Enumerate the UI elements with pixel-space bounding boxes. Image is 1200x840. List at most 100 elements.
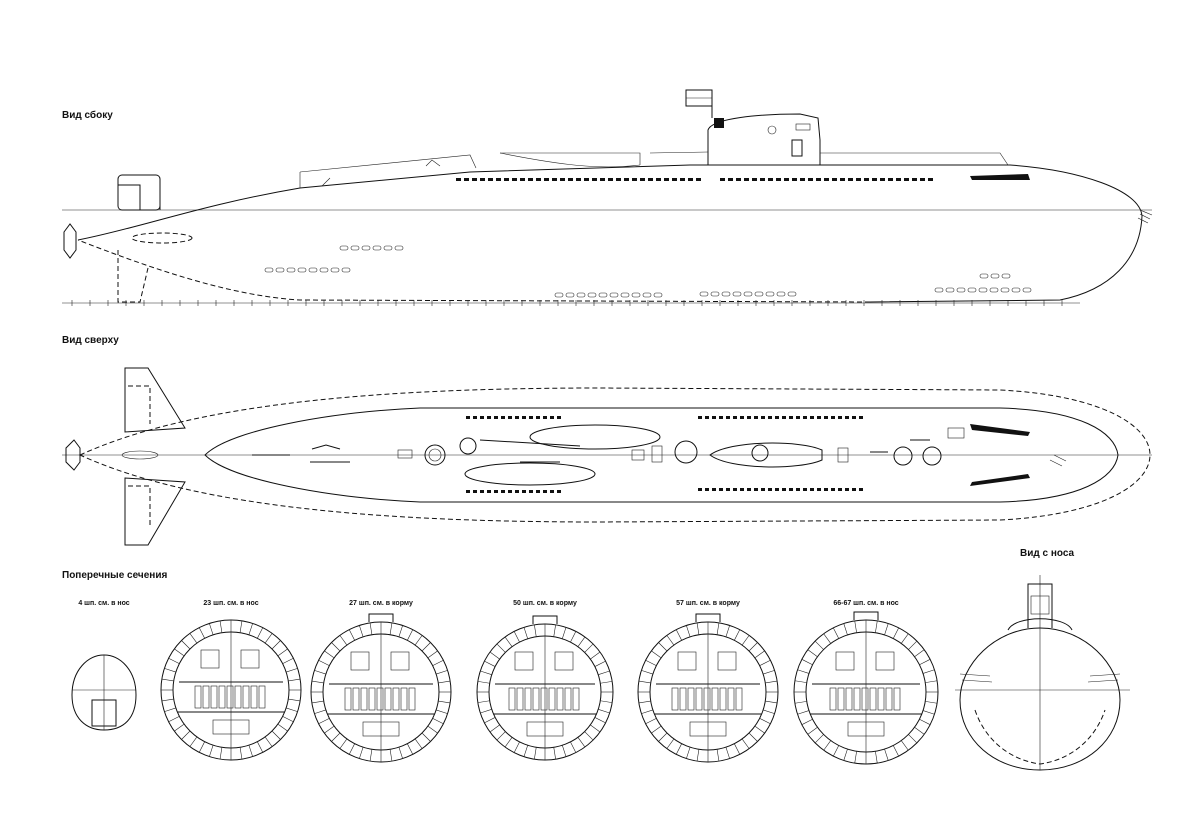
interior-equipment [835, 651, 855, 671]
deck-slot [712, 416, 716, 419]
hull-frame [436, 709, 448, 714]
interior-compartment [400, 687, 408, 711]
hull-aperture [275, 267, 285, 273]
periscope-well [751, 444, 769, 462]
deck-box-4 [837, 447, 849, 463]
deck-slot [782, 488, 786, 491]
section-1-drawing [71, 654, 137, 731]
hull-aperture [297, 267, 307, 273]
deck-slot [473, 416, 477, 419]
hull-frame [651, 725, 662, 734]
interior-compartment [735, 687, 743, 711]
interior-compartment [853, 687, 861, 711]
interior-compartment [258, 685, 266, 709]
limber-slot [472, 178, 477, 181]
deck-slot [501, 490, 505, 493]
hull-frame [181, 640, 191, 650]
bow-sonar-hatching [1137, 209, 1153, 224]
deck-slot [761, 416, 765, 419]
deck-hatch-lower [464, 462, 596, 486]
hull-aperture [330, 267, 340, 273]
hull-frame [389, 622, 393, 635]
bow-plane-upper [970, 424, 1030, 436]
hull-frame [794, 701, 807, 704]
deck-slot [740, 416, 744, 419]
hull-aperture [990, 273, 1000, 279]
hull-frame [161, 698, 174, 702]
hull-frame [209, 623, 214, 635]
section-caption-3: 27 шп. см. в корму [349, 600, 413, 607]
limber-slot [728, 178, 733, 181]
hull-frame [823, 740, 831, 751]
limber-slot [584, 178, 589, 181]
deck-slot [466, 416, 470, 419]
hull-frame [553, 747, 556, 760]
bow-keel-dashed [974, 709, 1106, 765]
hull-aperture [361, 245, 371, 251]
interior-compartment [218, 685, 226, 709]
limber-slot [912, 178, 917, 181]
hull-frame [645, 718, 657, 725]
hull-frame [359, 625, 364, 637]
propeller-top [65, 439, 81, 471]
hull-frame [590, 724, 601, 733]
hull-frame [925, 701, 938, 704]
deck-slot [705, 416, 709, 419]
deck-box-2 [631, 449, 645, 461]
hull-frame [277, 723, 288, 732]
sail-outline [707, 113, 821, 165]
limber-slot [848, 178, 853, 181]
limber-slot [456, 178, 461, 181]
hull-frame [922, 710, 935, 715]
hull-frame [168, 716, 180, 723]
stern-plane-lower-detail [128, 485, 151, 528]
hull-frame [594, 717, 606, 724]
limber-slot [824, 178, 829, 181]
deck-slot [810, 416, 814, 419]
hull-frame [477, 700, 490, 703]
hull-frame [875, 751, 878, 764]
hull-frame [925, 680, 938, 683]
hull-frame [484, 717, 496, 724]
hull-frame [570, 631, 577, 643]
round-hatch-5 [922, 446, 942, 466]
bow-fitting-1 [947, 427, 965, 439]
hull-frame [759, 718, 771, 725]
deck-slot [719, 416, 723, 419]
interior-compartment [727, 687, 735, 711]
interior-compartment [893, 687, 901, 711]
hull-frame [513, 741, 520, 753]
hull-frame [311, 700, 324, 704]
deck-slot [480, 416, 484, 419]
hull-frame [801, 718, 813, 725]
hull-frame [748, 642, 758, 652]
limber-slot [504, 178, 509, 181]
interior-compartment [392, 687, 400, 711]
side-view-label: Вид сбоку [62, 110, 113, 121]
limber-slot [592, 178, 597, 181]
hull-frame [754, 725, 765, 734]
hull-aperture [319, 267, 329, 273]
hull-frame [398, 747, 403, 759]
hull-frame [686, 625, 691, 637]
hull-frame [271, 640, 281, 650]
bow-sail-window [1030, 595, 1050, 615]
interior-compartment [210, 685, 218, 709]
frame-ticks [71, 300, 1063, 306]
hull-frame [725, 747, 730, 759]
deck-slot [789, 416, 793, 419]
stern-plane-dashed [131, 232, 193, 244]
limber-slot [896, 178, 901, 181]
hull-frame [696, 622, 700, 635]
hull-frame [884, 623, 889, 636]
hull-frame [807, 649, 818, 657]
sail-porthole [767, 125, 777, 135]
sail-hatch [791, 139, 803, 157]
limber-slot [760, 178, 765, 181]
deck-slot [768, 488, 772, 491]
limber-slot [880, 178, 885, 181]
interior-compartment [703, 687, 711, 711]
hull-frame [598, 670, 610, 675]
sail-lamp [714, 118, 724, 128]
hull-frame [339, 738, 348, 749]
